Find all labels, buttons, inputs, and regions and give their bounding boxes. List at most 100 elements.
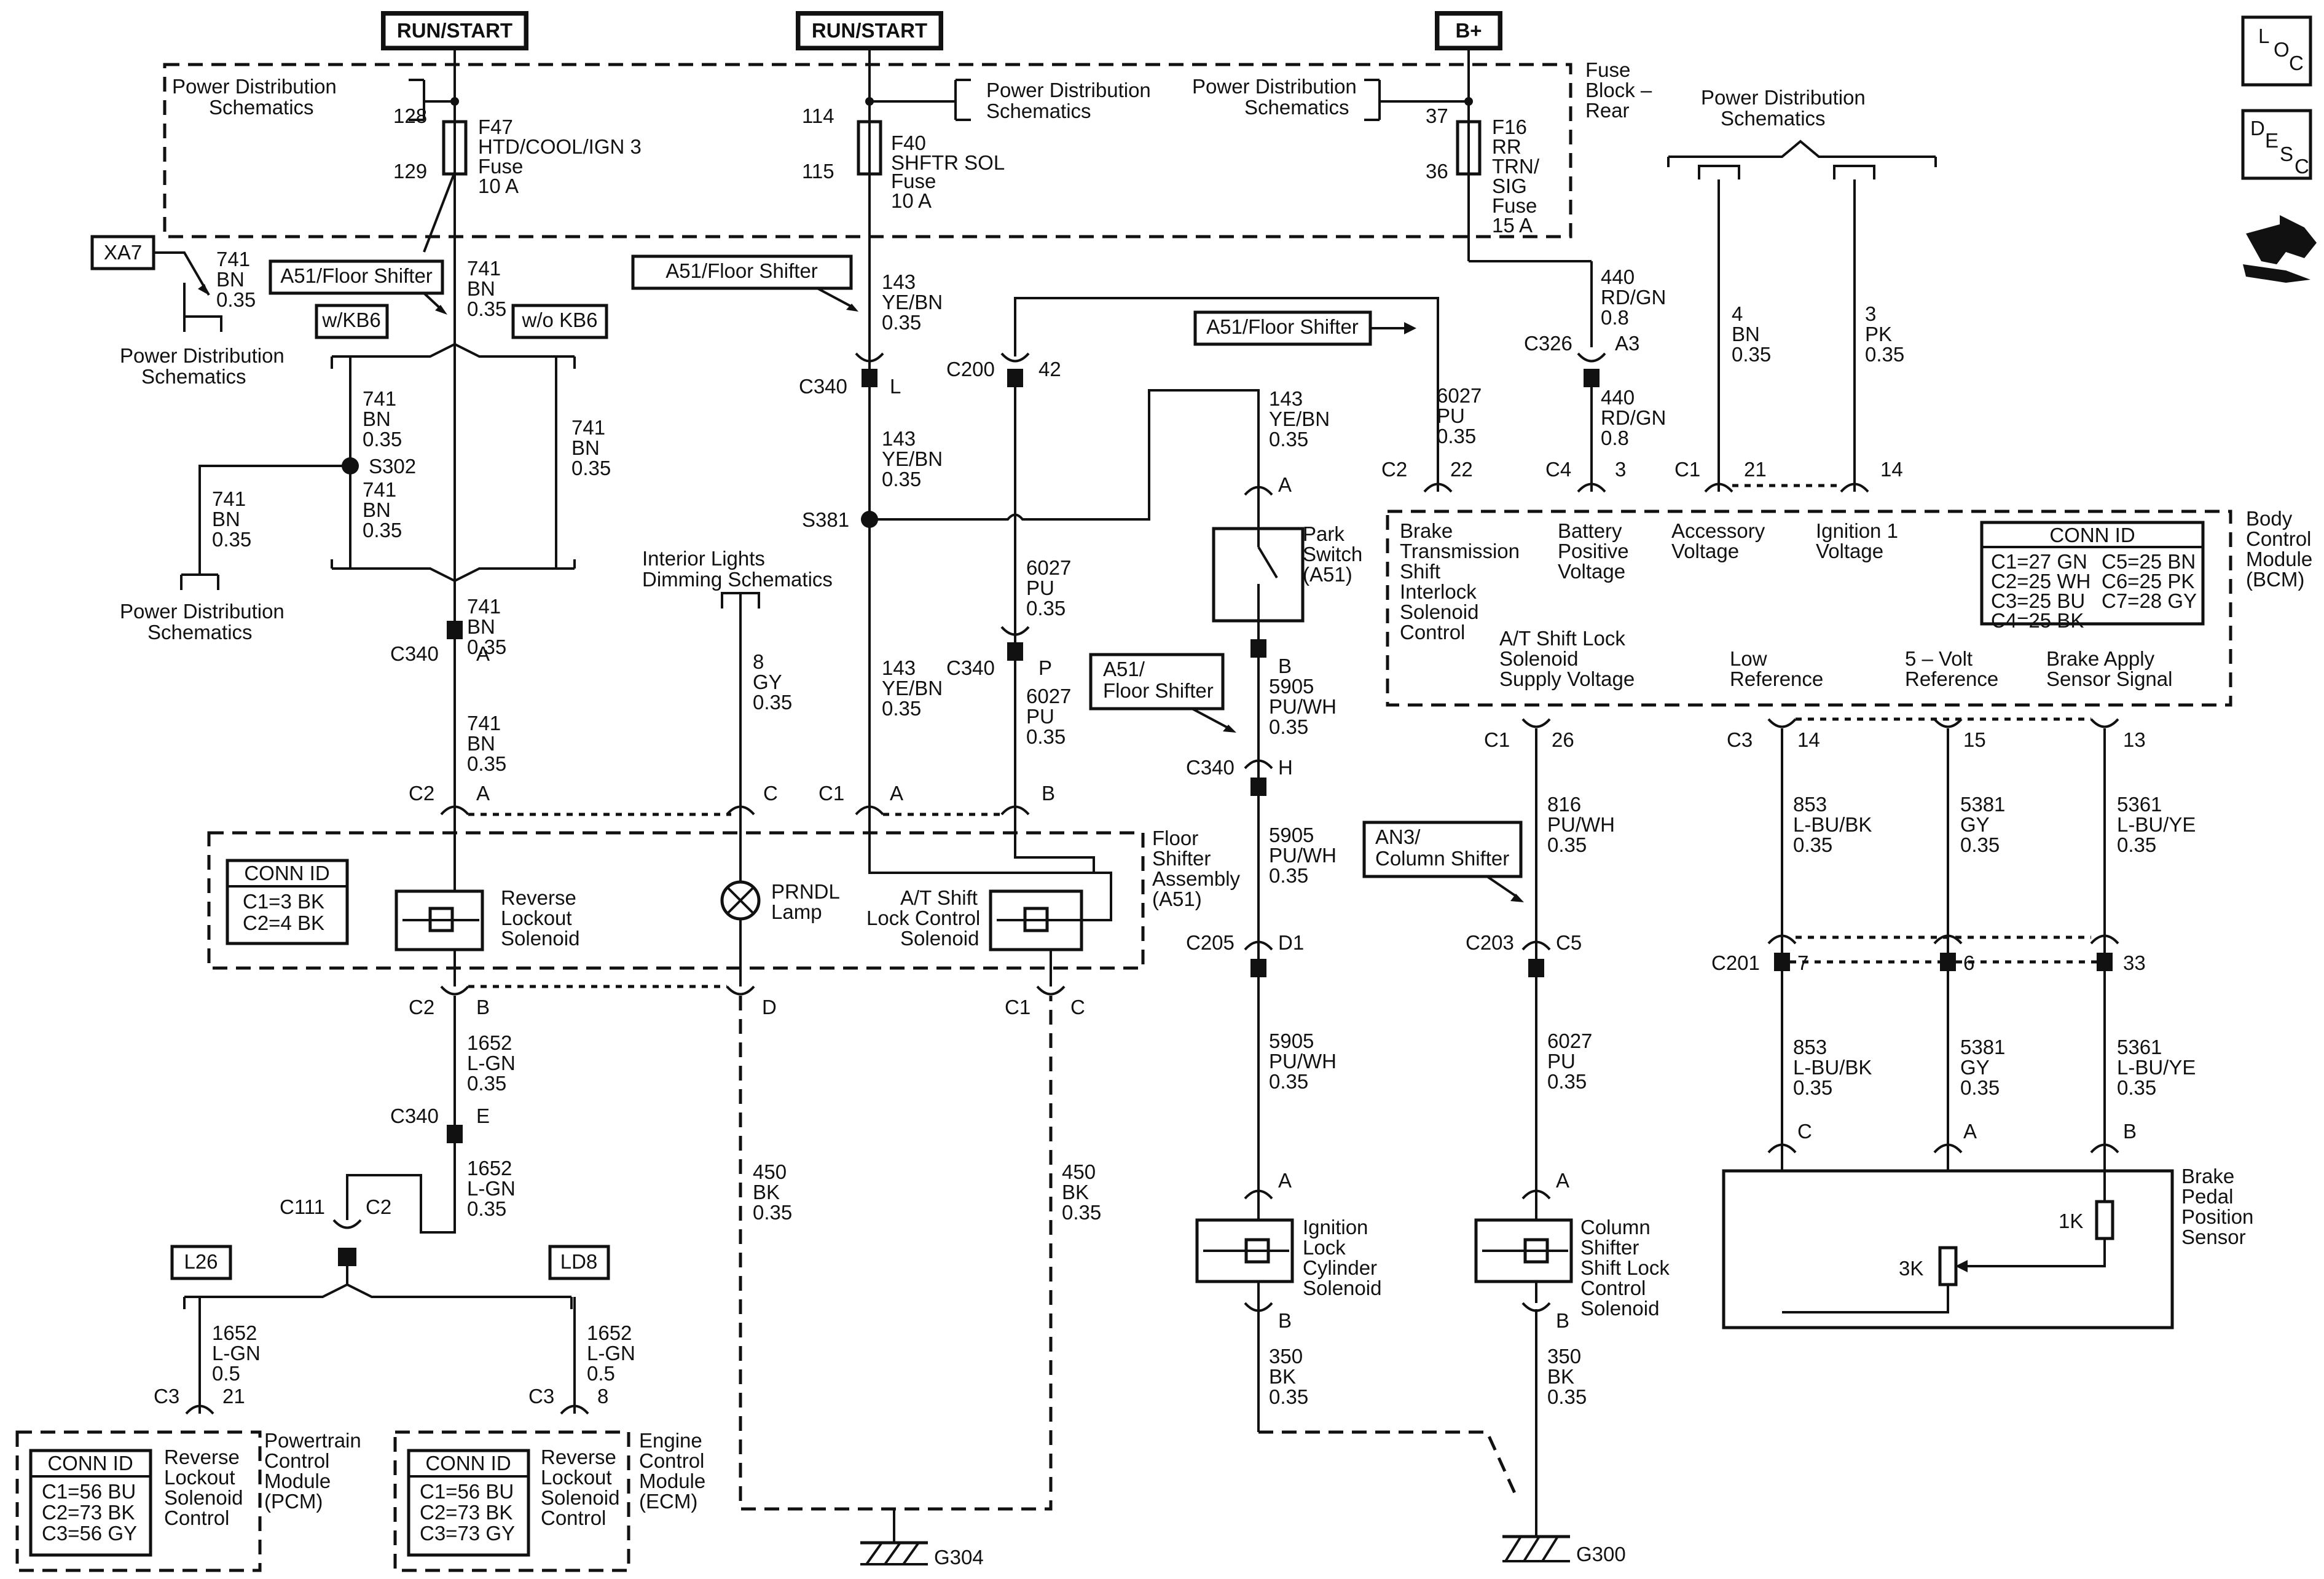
svg-text:350: 350 xyxy=(1547,1345,1581,1368)
loc-icon[interactable]: L O C xyxy=(2241,15,2312,87)
wire-741-wkb6-b: 741 BN 0.35 xyxy=(363,478,402,541)
svg-text:(BCM): (BCM) xyxy=(2246,568,2304,591)
svg-text:0.35: 0.35 xyxy=(882,697,921,720)
wire-143-c340: 143 YE/BN 0.35 xyxy=(882,427,943,490)
svg-text:0.35: 0.35 xyxy=(571,457,611,479)
svg-text:Module: Module xyxy=(2246,548,2312,570)
bcm-pin-bts: Brake Transmission Shift Interlock Solen… xyxy=(1400,519,1520,644)
svg-text:0.35: 0.35 xyxy=(1269,1385,1308,1408)
wire-741-wkb6-a: 741 BN 0.35 xyxy=(363,387,402,451)
svg-text:Power Distribution: Power Distribution xyxy=(172,75,337,98)
svg-text:TRN/: TRN/ xyxy=(1492,155,1540,178)
svg-text:BK: BK xyxy=(1269,1365,1296,1388)
svg-text:Brake Apply: Brake Apply xyxy=(2046,647,2155,670)
svg-text:BN: BN xyxy=(212,508,240,530)
a51-tag-park: A51/ Floor Shifter xyxy=(1089,653,1225,711)
svg-text:C2: C2 xyxy=(1381,458,1407,481)
svg-text:C5: C5 xyxy=(1556,931,1582,954)
svg-text:Cylinder: Cylinder xyxy=(1303,1256,1377,1279)
pds-ref-f47: Power Distribution Schematics xyxy=(172,75,337,119)
svg-text:Ignition 1: Ignition 1 xyxy=(1816,519,1898,542)
svg-text:Shifter: Shifter xyxy=(1152,847,1211,870)
svg-text:C: C xyxy=(2289,52,2304,74)
svg-text:741: 741 xyxy=(216,248,250,270)
svg-text:A: A xyxy=(1278,473,1292,496)
svg-text:1652: 1652 xyxy=(467,1031,512,1054)
svg-text:741: 741 xyxy=(212,487,246,510)
svg-text:21: 21 xyxy=(222,1385,245,1408)
svg-text:Pedal: Pedal xyxy=(2181,1185,2233,1208)
svg-text:C2=25 WH: C2=25 WH xyxy=(1991,570,2090,593)
bcm-pin-ignition: Ignition 1 Voltage xyxy=(1816,519,1898,562)
svg-text:Column Shifter: Column Shifter xyxy=(1375,847,1509,870)
svg-text:1652: 1652 xyxy=(212,1321,257,1344)
desc-icon[interactable]: D E S C xyxy=(2241,109,2312,180)
wire-350-b: 350 BK 0.35 xyxy=(1547,1345,1587,1408)
ecm-name: Engine Control Module (ECM) xyxy=(639,1429,705,1513)
svg-text:816: 816 xyxy=(1547,793,1581,816)
svg-text:Power Distribution: Power Distribution xyxy=(120,344,285,367)
svg-text:BN: BN xyxy=(467,277,495,300)
svg-text:A51/: A51/ xyxy=(1103,658,1145,680)
a51-tag-right: A51/Floor Shifter xyxy=(1193,310,1372,346)
svg-text:13: 13 xyxy=(2123,728,2146,751)
svg-text:Schematics: Schematics xyxy=(141,365,246,388)
svg-text:AN3/: AN3/ xyxy=(1375,825,1421,848)
svg-text:LD8: LD8 xyxy=(560,1250,598,1273)
svg-text:Module: Module xyxy=(264,1470,331,1492)
svg-text:114: 114 xyxy=(802,104,834,127)
svg-text:1K: 1K xyxy=(2059,1210,2083,1232)
svg-text:BN: BN xyxy=(571,436,600,459)
svg-text:C1=56 BU: C1=56 BU xyxy=(42,1480,136,1503)
svg-text:RD/GN: RD/GN xyxy=(1601,286,1666,309)
svg-text:Schematics: Schematics xyxy=(986,100,1091,122)
svg-text:Rear: Rear xyxy=(1585,99,1630,122)
svg-text:5381: 5381 xyxy=(1960,793,2005,816)
ecm-pin-label: Reverse Lockout Solenoid Control xyxy=(541,1446,619,1529)
svg-text:6027: 6027 xyxy=(1026,556,1071,579)
wrench-icon[interactable] xyxy=(2243,215,2317,283)
svg-text:S302: S302 xyxy=(369,455,416,478)
wire-816: 816 PU/WH 0.35 xyxy=(1547,793,1615,856)
svg-text:RUN/START: RUN/START xyxy=(397,19,512,42)
svg-text:10 A: 10 A xyxy=(478,175,519,197)
svg-text:Schematics: Schematics xyxy=(209,96,314,119)
svg-text:C1: C1 xyxy=(1484,728,1510,751)
svg-text:A: A xyxy=(1556,1169,1569,1192)
svg-text:A51/Floor Shifter: A51/Floor Shifter xyxy=(1206,315,1359,338)
svg-text:PU/WH: PU/WH xyxy=(1269,1050,1337,1073)
svg-text:SHFTR SOL: SHFTR SOL xyxy=(891,151,1005,174)
svg-text:0.8: 0.8 xyxy=(1601,427,1629,449)
svg-text:C1: C1 xyxy=(1674,458,1700,481)
wire-6027-col: 6027 PU 0.35 xyxy=(1547,1030,1592,1093)
svg-text:Assembly: Assembly xyxy=(1152,867,1241,890)
svg-text:Column: Column xyxy=(1580,1216,1651,1238)
svg-text:C: C xyxy=(1070,996,1085,1018)
reverse-lockout-solenoid: Reverse Lockout Solenoid xyxy=(395,814,579,986)
svg-text:C340: C340 xyxy=(799,375,847,398)
wire-350-a: 350 BK 0.35 xyxy=(1269,1345,1308,1408)
ecm-outline xyxy=(393,1430,630,1572)
svg-text:Control: Control xyxy=(1400,621,1465,644)
svg-text:Transmission: Transmission xyxy=(1400,540,1520,562)
floor-shifter-conn-id: CONN ID C1=3 BK C2=4 BK xyxy=(226,859,349,945)
svg-text:0.35: 0.35 xyxy=(1269,1070,1308,1093)
svg-text:w/o KB6: w/o KB6 xyxy=(522,309,598,331)
svg-text:A: A xyxy=(476,642,490,665)
svg-text:C3=25 BU: C3=25 BU xyxy=(1991,589,2085,612)
wire-741-wokb6: 741 BN 0.35 xyxy=(571,416,611,479)
svg-text:RR: RR xyxy=(1492,135,1521,158)
svg-text:37: 37 xyxy=(1426,104,1448,127)
svg-text:D1: D1 xyxy=(1278,931,1304,954)
svg-text:A: A xyxy=(890,782,903,805)
svg-text:(A51): (A51) xyxy=(1303,563,1352,586)
svg-text:BK: BK xyxy=(1547,1365,1574,1388)
w-kb6-tag: w/KB6 xyxy=(315,304,389,339)
svg-text:22: 22 xyxy=(1450,458,1473,481)
svg-text:Switch: Switch xyxy=(1303,543,1362,565)
svg-text:PU: PU xyxy=(1547,1050,1576,1073)
svg-text:Supply Voltage: Supply Voltage xyxy=(1499,667,1635,690)
svg-text:Voltage: Voltage xyxy=(1816,540,1883,562)
svg-text:Shift: Shift xyxy=(1400,560,1440,583)
svg-text:853: 853 xyxy=(1793,793,1827,816)
